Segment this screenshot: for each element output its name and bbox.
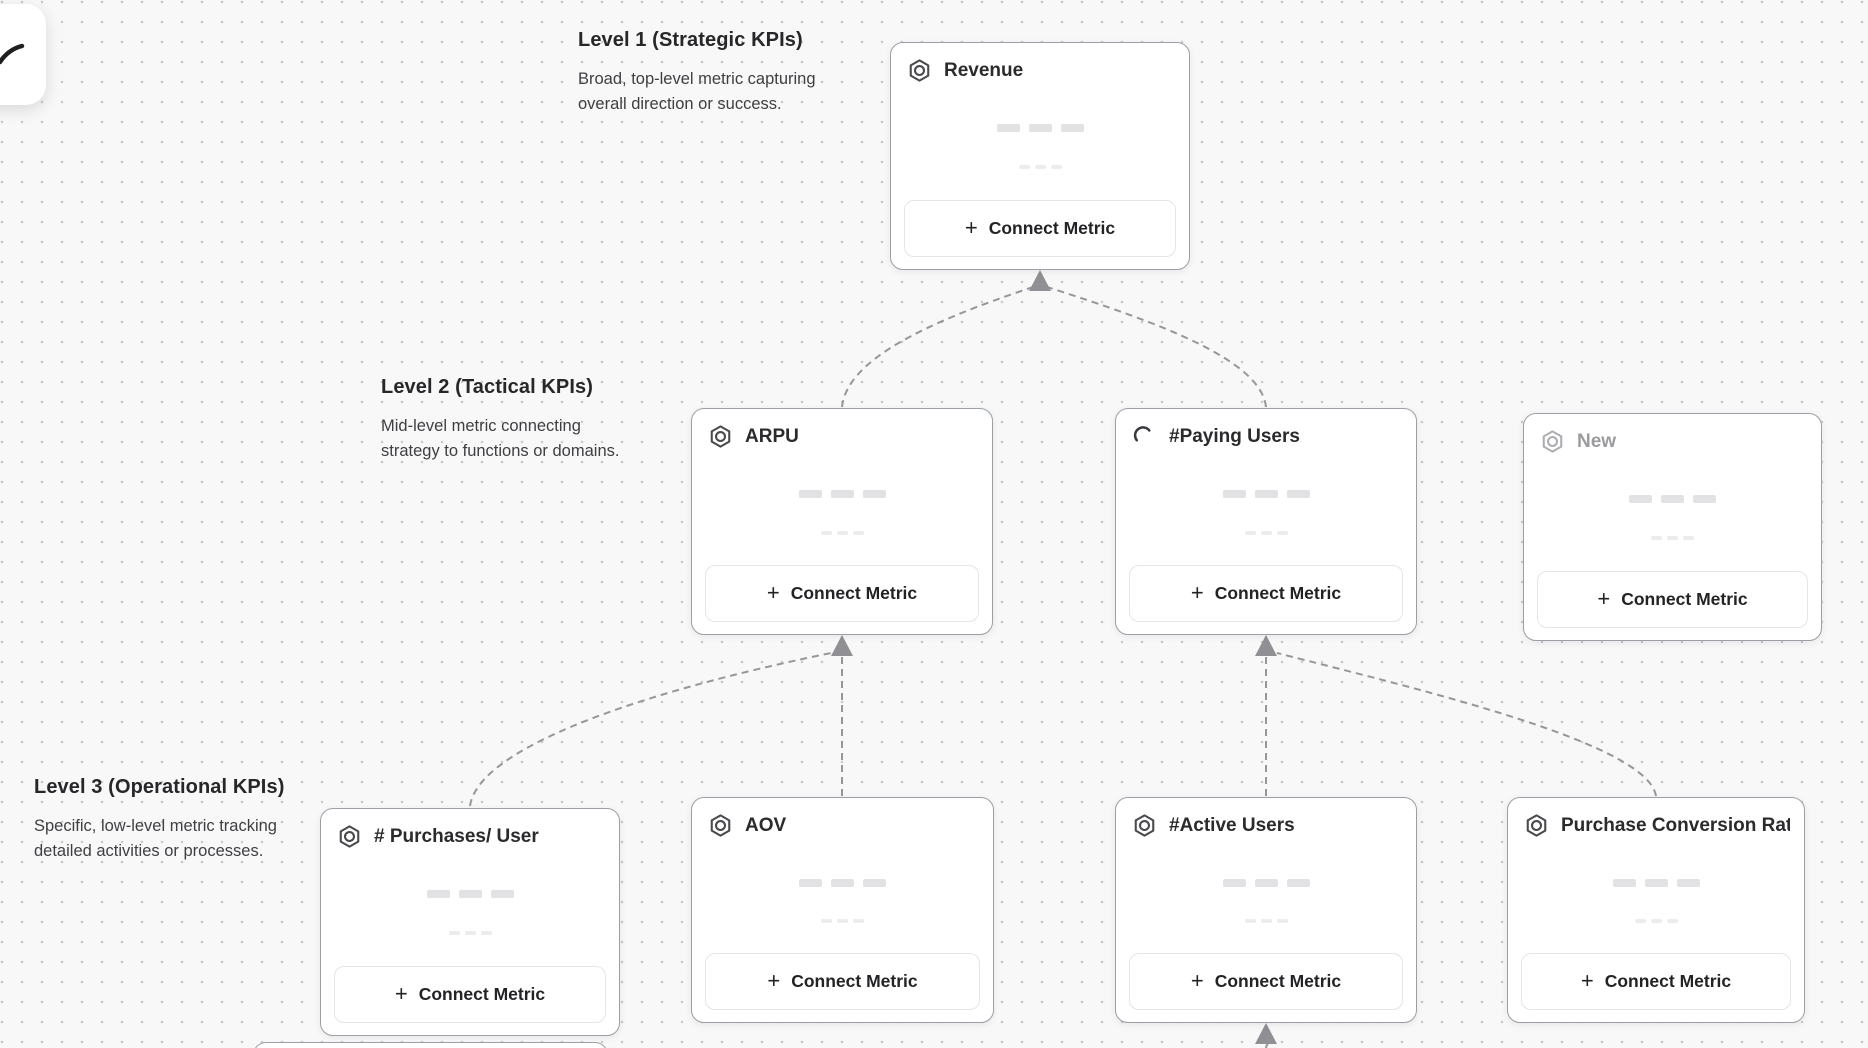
card-title: Revenue — [944, 59, 1024, 81]
level-2-description: Mid-level metric connecting strategy to … — [381, 417, 620, 460]
card-title: New — [1577, 430, 1617, 452]
connect-metric-button[interactable]: + Connect Metric — [1129, 953, 1403, 1010]
metric-hexagon-icon — [1540, 429, 1565, 454]
placeholder-bars — [692, 490, 992, 498]
card-header: Revenue — [907, 58, 1175, 83]
placeholder-dashes — [891, 165, 1189, 170]
placeholder-dashes — [321, 931, 619, 936]
placeholder-dashes — [1116, 530, 1416, 535]
connector-arpu-to-revenue — [841, 286, 1034, 408]
metric-card-purchase-conversion-rate[interactable]: Purchase Conversion Rate + Connect Metri… — [1507, 797, 1805, 1023]
connect-metric-label: Connect Metric — [988, 218, 1116, 238]
placeholder-bars — [692, 878, 993, 887]
metric-hexagon-icon — [1524, 813, 1549, 838]
placeholder-bars — [1524, 495, 1821, 504]
connector-purchases-to-arpu — [469, 652, 832, 807]
plus-icon: + — [394, 980, 408, 1006]
metric-hexagon-icon — [907, 58, 932, 83]
level-1-description: Broad, top-level metric capturing overal… — [578, 70, 816, 113]
card-title: # Purchases/ User — [374, 825, 539, 847]
loading-spinner-icon — [1132, 424, 1157, 449]
arrowhead-arpu — [831, 635, 853, 656]
metric-card-revenue[interactable]: Revenue + Connect Metric — [890, 42, 1190, 270]
placeholder-dashes — [1524, 536, 1821, 541]
placeholder-bars — [1508, 878, 1804, 887]
level-3-description: Specific, low-level metric tracking deta… — [34, 817, 277, 860]
metric-hexagon-icon — [1132, 813, 1157, 838]
connector-payingusers-to-revenue — [1046, 286, 1267, 408]
card-header: #Paying Users — [1132, 424, 1402, 449]
plus-icon: + — [1580, 967, 1594, 993]
metric-card-partial[interactable] — [253, 1042, 608, 1048]
metric-card-arpu[interactable]: ARPU + Connect Metric — [691, 408, 993, 635]
arrowhead-revenue — [1029, 270, 1051, 291]
placeholder-dashes — [692, 918, 993, 923]
connect-metric-label: Connect Metric — [1621, 589, 1748, 609]
metric-card-active-users[interactable]: #Active Users + Connect Metric — [1115, 797, 1417, 1023]
connect-metric-button[interactable]: + Connect Metric — [334, 966, 606, 1023]
level-3-title: Level 3 (Operational KPIs) — [34, 776, 285, 798]
card-title: Purchase Conversion Rate — [1561, 814, 1790, 836]
card-title: ARPU — [745, 425, 799, 447]
card-header: Purchase Conversion Rate — [1524, 813, 1790, 838]
placeholder-bars — [1116, 878, 1416, 887]
placeholder-bars — [1116, 490, 1416, 498]
metric-hexagon-icon — [708, 424, 733, 449]
connect-metric-label: Connect Metric — [791, 971, 918, 991]
plus-icon: + — [1597, 585, 1611, 611]
card-header: # Purchases/ User — [337, 824, 605, 849]
cursor-icon — [0, 43, 25, 65]
plus-icon: + — [1190, 579, 1204, 605]
card-title: #Paying Users — [1169, 425, 1300, 447]
connect-metric-button[interactable]: + Connect Metric — [1521, 953, 1791, 1010]
metric-hexagon-icon — [708, 813, 733, 838]
metric-card-paying-users[interactable]: #Paying Users + Connect Metric — [1115, 408, 1417, 635]
level-3-section-label: Level 3 (Operational KPIs) Specific, low… — [34, 776, 284, 864]
arrowhead-activeusers — [1255, 1023, 1277, 1044]
connect-metric-label: Connect Metric — [1604, 971, 1732, 991]
placeholder-dashes — [1116, 918, 1416, 923]
canvas-tool-button[interactable] — [0, 4, 46, 105]
placeholder-dashes — [692, 530, 992, 535]
card-header: AOV — [708, 813, 979, 838]
level-1-title: Level 1 (Strategic KPIs) — [578, 29, 803, 51]
metric-hexagon-icon — [337, 824, 362, 849]
connector-offscreen-to-activeusers — [1265, 1043, 1269, 1048]
metric-card-new[interactable]: New + Connect Metric — [1523, 413, 1822, 641]
connect-metric-button[interactable]: + Connect Metric — [1129, 565, 1403, 622]
plus-icon: + — [1190, 967, 1204, 993]
connect-metric-label: Connect Metric — [1214, 971, 1342, 991]
connect-metric-label: Connect Metric — [418, 984, 546, 1004]
connector-pcr-to-payingusers — [1276, 652, 1657, 797]
level-2-title: Level 2 (Tactical KPIs) — [381, 376, 594, 398]
placeholder-dashes — [1508, 918, 1804, 923]
card-title: #Active Users — [1169, 814, 1295, 836]
connect-metric-button[interactable]: + Connect Metric — [904, 200, 1176, 257]
connect-metric-button[interactable]: + Connect Metric — [705, 953, 980, 1010]
placeholder-bars — [891, 124, 1189, 133]
connect-metric-label: Connect Metric — [1214, 583, 1342, 603]
level-2-section-label: Level 2 (Tactical KPIs) Mid-level metric… — [381, 376, 619, 464]
level-1-section-label: Level 1 (Strategic KPIs) Broad, top-leve… — [578, 29, 816, 117]
plus-icon: + — [766, 579, 780, 605]
plus-icon: + — [964, 214, 978, 240]
metric-card-aov[interactable]: AOV + Connect Metric — [691, 797, 994, 1023]
card-header: #Active Users — [1132, 813, 1402, 838]
metric-card-purchases-user[interactable]: # Purchases/ User + Connect Metric — [320, 808, 620, 1036]
arrowhead-payingusers — [1255, 635, 1277, 656]
card-header: New — [1540, 429, 1807, 454]
plus-icon: + — [767, 967, 781, 993]
card-title: AOV — [745, 814, 787, 836]
placeholder-bars — [321, 890, 619, 899]
connect-metric-label: Connect Metric — [790, 583, 918, 603]
connect-metric-button[interactable]: + Connect Metric — [705, 565, 979, 622]
card-header: ARPU — [708, 424, 978, 449]
connect-metric-button[interactable]: + Connect Metric — [1537, 571, 1808, 628]
